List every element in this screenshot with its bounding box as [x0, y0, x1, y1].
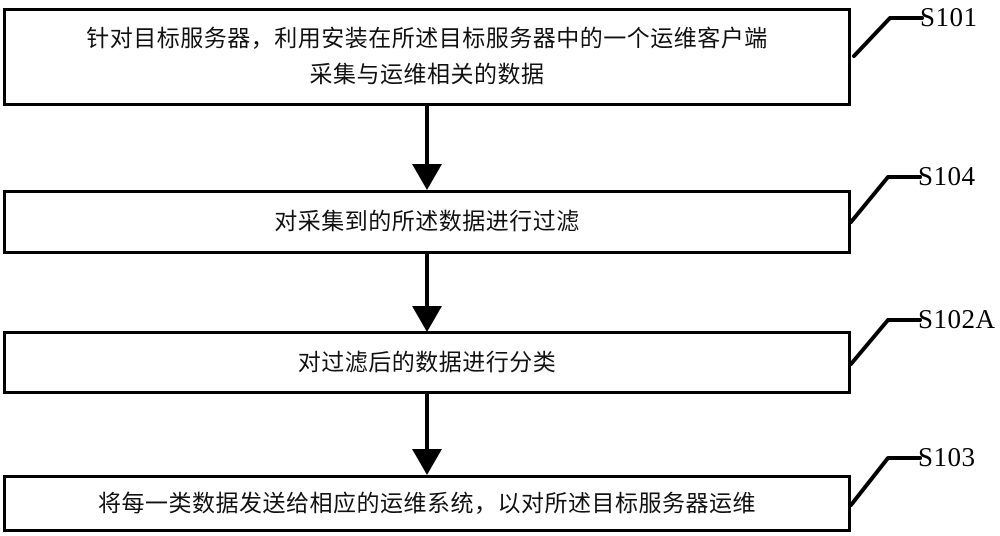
arrow-s104-to-s102a — [412, 254, 442, 332]
flow-step-box-s102a[interactable]: 对过滤后的数据进行分类 — [3, 331, 851, 394]
flow-step-text-s103: 将每一类数据发送给相应的运维系统，以对所述目标服务器运维 — [98, 490, 756, 517]
flow-step-box-s104[interactable]: 对采集到的所述数据进行过滤 — [3, 190, 851, 254]
arrow-s102a-to-s103 — [412, 394, 442, 475]
leader-line-s104 — [849, 175, 922, 224]
step-label-s101: S101 — [920, 2, 978, 32]
flow-step-text-s102a: 对过滤后的数据进行分类 — [297, 349, 557, 376]
step-label-s103: S103 — [918, 442, 976, 472]
flow-step-box-s103[interactable]: 将每一类数据发送给相应的运维系统，以对所述目标服务器运维 — [3, 475, 851, 532]
leader-line-s101 — [852, 16, 924, 58]
leader-line-s103 — [849, 456, 922, 507]
flow-step-text-s104: 对采集到的所述数据进行过滤 — [274, 209, 580, 235]
arrow-s101-to-s104 — [412, 106, 442, 190]
leader-line-s102a — [849, 318, 922, 366]
flow-step-text-s101: 针对目标服务器，利用安装在所述目标服务器中的一个运维客户端 采集与运维相关的数据 — [86, 26, 768, 88]
step-label-s102a: S102A — [918, 304, 996, 334]
flow-step-box-s101[interactable]: 针对目标服务器，利用安装在所述目标服务器中的一个运维客户端 采集与运维相关的数据 — [3, 8, 851, 106]
step-label-s104: S104 — [918, 161, 976, 191]
